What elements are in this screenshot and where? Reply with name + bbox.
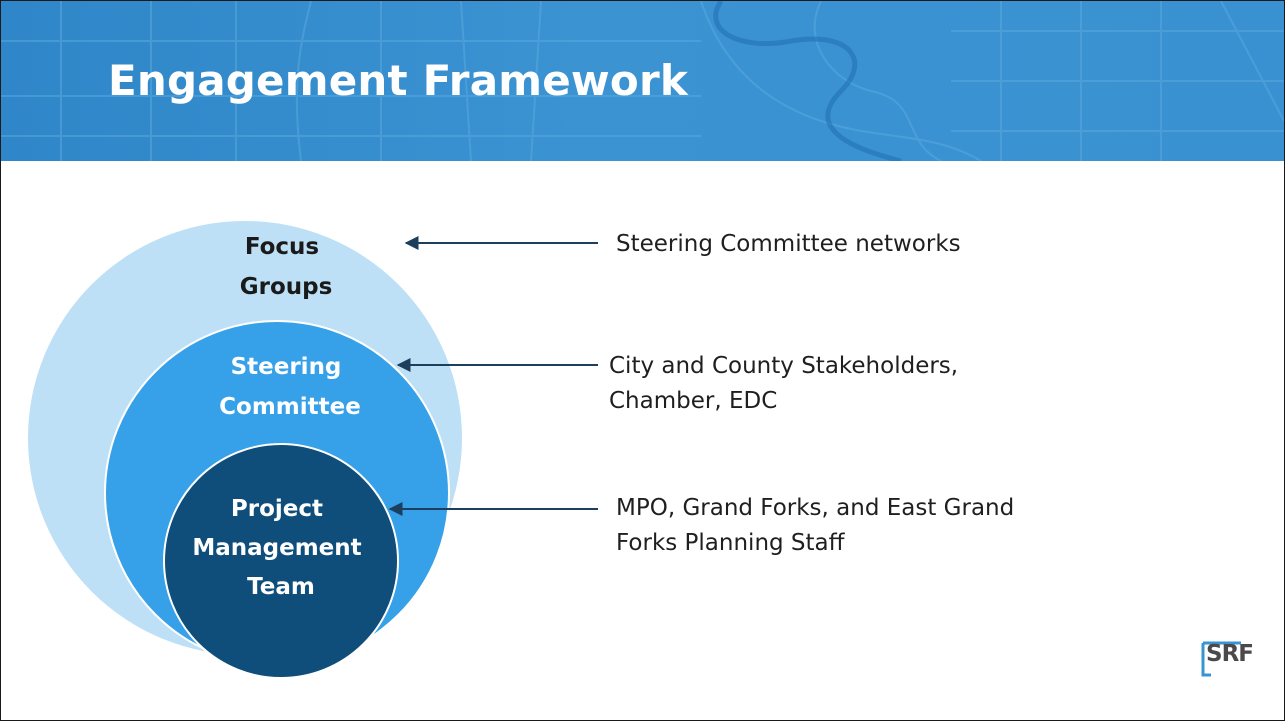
focus-groups-label-line-2: Groups [240,274,333,300]
map-background-graphic [1,1,1284,161]
slide-title: Engagement Framework [108,56,689,105]
pmt-label-line-3: Team [247,574,315,600]
focus-groups-label: Focus Groups [240,234,333,300]
description-steering-networks-line-1: Steering Committee networks [616,231,961,257]
steering-committee-label-line-2: Committee [219,394,361,420]
description-stakeholders: City and County Stakeholders, Chamber, E… [609,349,958,419]
srf-logo-mark [1201,641,1241,677]
description-stakeholders-line-1: City and County Stakeholders, [609,353,959,379]
pmt-label-line-2: Management [192,535,361,561]
description-steering-networks: Steering Committee networks [616,227,961,262]
project-management-team-circle [163,443,399,679]
description-planning-staff: MPO, Grand Forks, and East Grand Forks P… [616,491,1014,561]
focus-groups-label-line-1: Focus [245,234,319,260]
description-planning-staff-line-2: Forks Planning Staff [616,530,845,556]
steering-committee-label: Steering Committee [219,354,361,420]
project-management-team-label: Project Management Team [192,496,369,600]
description-planning-staff-line-1: MPO, Grand Forks, and East Grand [616,495,1015,521]
pmt-label-line-1: Project [231,496,323,522]
srf-logo-text: SRF [1206,641,1254,667]
steering-committee-label-line-1: Steering [231,354,342,380]
header-banner: Engagement Framework [1,1,1284,161]
description-stakeholders-line-2: Chamber, EDC [609,388,778,414]
